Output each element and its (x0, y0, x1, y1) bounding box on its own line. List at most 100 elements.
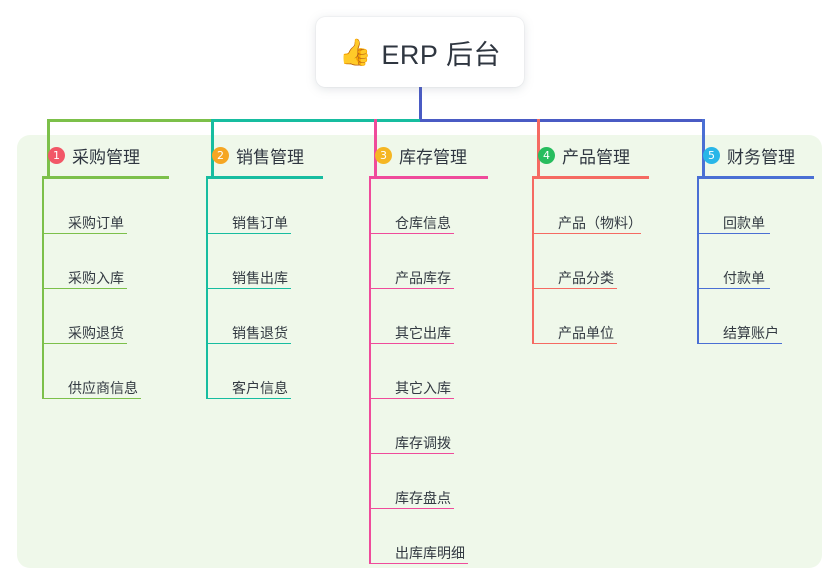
root-node-erp-backend[interactable]: 👍 ERP 后台 (316, 17, 524, 87)
column-title: 销售管理 (236, 148, 304, 167)
leaf-rule (369, 507, 454, 509)
leaf-node[interactable]: 其它入库 (369, 344, 488, 399)
leaf-node[interactable]: 其它出库 (369, 289, 488, 344)
leaf-rule (697, 287, 770, 289)
drop-connector-5 (702, 119, 705, 178)
bus-segment-2 (212, 119, 422, 122)
thumbs-up-icon: 👍 (339, 37, 372, 67)
leaf-rule (42, 232, 127, 234)
leaf-node[interactable]: 产品单位 (532, 289, 649, 344)
leaf-rule (369, 452, 454, 454)
column-3: 3 库存管理仓库信息产品库存其它出库其它入库库存调拨库存盘点出库库明细 (369, 143, 488, 564)
diagram-panel (17, 135, 822, 568)
leaf-rule (42, 342, 127, 344)
column-header-产品管理[interactable]: 4 产品管理 (532, 143, 649, 168)
leaf-label: 结算账户 (723, 324, 779, 341)
leaf-label: 销售出库 (232, 269, 288, 286)
leaf-label: 采购入库 (68, 269, 124, 286)
column-badge-3: 3 (375, 147, 392, 164)
leaf-node[interactable]: 出库库明细 (369, 509, 488, 564)
leaf-rule (697, 342, 782, 344)
leaf-node[interactable]: 采购订单 (42, 179, 169, 234)
column-badge-2: 2 (212, 147, 229, 164)
leaf-label: 产品单位 (558, 324, 614, 341)
leaf-rule (206, 397, 291, 399)
column-badge-4: 4 (538, 147, 555, 164)
column-4: 4 产品管理产品（物料） 产品分类产品单位 (532, 143, 649, 344)
column-spine (532, 179, 534, 344)
column-title: 产品管理 (562, 148, 630, 167)
leaf-label: 仓库信息 (395, 214, 451, 231)
leaf-rule (532, 232, 641, 234)
leaf-rule (369, 287, 454, 289)
leaf-node[interactable]: 库存调拨 (369, 399, 488, 454)
column-spine (697, 179, 699, 344)
leaf-node[interactable]: 产品库存 (369, 234, 488, 289)
leaf-label: 其它出库 (395, 324, 451, 341)
column-2: 2 销售管理销售订单销售出库销售退货客户信息 (206, 143, 323, 399)
bus-segment-1 (47, 119, 214, 122)
leaf-label: 付款单 (723, 269, 765, 286)
column-items: 仓库信息产品库存其它出库其它入库库存调拨库存盘点出库库明细 (369, 179, 488, 564)
leaf-label: 销售退货 (232, 324, 288, 341)
leaf-rule (206, 232, 291, 234)
column-items: 采购订单采购入库采购退货供应商信息 (42, 179, 169, 399)
column-rule (697, 176, 814, 179)
leaf-node[interactable]: 仓库信息 (369, 179, 488, 234)
leaf-label: 供应商信息 (68, 379, 138, 396)
leaf-rule (206, 342, 291, 344)
leaf-rule (697, 232, 770, 234)
column-header-库存管理[interactable]: 3 库存管理 (369, 143, 488, 168)
leaf-node[interactable]: 销售出库 (206, 234, 323, 289)
bus-segment-3 (420, 119, 705, 122)
leaf-rule (532, 342, 617, 344)
leaf-node[interactable]: 付款单 (697, 234, 814, 289)
column-title: 采购管理 (72, 148, 140, 167)
leaf-node[interactable]: 供应商信息 (42, 344, 169, 399)
leaf-label: 产品（物料） (558, 214, 642, 231)
leaf-rule (369, 342, 454, 344)
column-items: 销售订单销售出库销售退货客户信息 (206, 179, 323, 399)
column-items: 回款单付款单结算账户 (697, 179, 814, 344)
column-spine (206, 179, 208, 399)
leaf-rule (206, 287, 291, 289)
leaf-rule (532, 287, 617, 289)
column-header-销售管理[interactable]: 2 销售管理 (206, 143, 323, 168)
column-spine (42, 179, 44, 399)
leaf-node[interactable]: 回款单 (697, 179, 814, 234)
column-title: 库存管理 (399, 148, 467, 167)
column-title: 财务管理 (727, 148, 795, 167)
column-rule (532, 176, 649, 179)
leaf-label: 出库库明细 (395, 544, 465, 561)
leaf-node[interactable]: 采购退货 (42, 289, 169, 344)
leaf-rule (42, 397, 141, 399)
leaf-rule (369, 232, 454, 234)
column-spine (369, 179, 371, 564)
drop-connector-4 (537, 119, 540, 178)
root-stem-connector (419, 87, 422, 122)
leaf-label: 回款单 (723, 214, 765, 231)
leaf-label: 采购退货 (68, 324, 124, 341)
leaf-label: 其它入库 (395, 379, 451, 396)
column-items: 产品（物料） 产品分类产品单位 (532, 179, 649, 344)
drop-connector-1 (47, 119, 50, 178)
leaf-label: 采购订单 (68, 214, 124, 231)
leaf-node[interactable]: 产品（物料） (532, 179, 649, 234)
drop-connector-3 (374, 119, 377, 178)
leaf-node[interactable]: 产品分类 (532, 234, 649, 289)
leaf-node[interactable]: 库存盘点 (369, 454, 488, 509)
leaf-label: 产品分类 (558, 269, 614, 286)
drop-connector-2 (211, 119, 214, 178)
leaf-label: 销售订单 (232, 214, 288, 231)
leaf-node[interactable]: 客户信息 (206, 344, 323, 399)
leaf-rule (369, 562, 468, 564)
leaf-node[interactable]: 销售退货 (206, 289, 323, 344)
leaf-node[interactable]: 采购入库 (42, 234, 169, 289)
leaf-node[interactable]: 销售订单 (206, 179, 323, 234)
leaf-node[interactable]: 结算账户 (697, 289, 814, 344)
leaf-label: 库存盘点 (395, 489, 451, 506)
